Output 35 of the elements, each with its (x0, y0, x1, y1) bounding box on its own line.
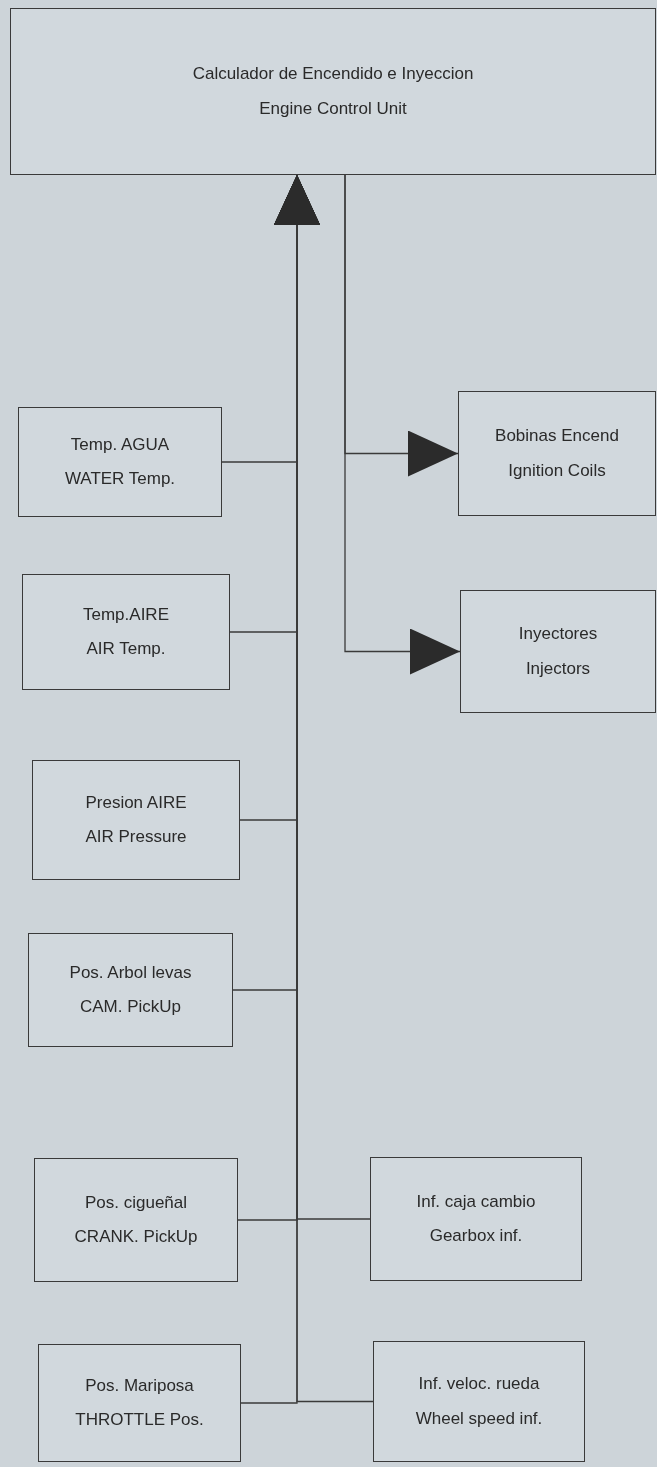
box-label: Pos. Arbol levas (69, 962, 192, 983)
component-box (38, 1344, 241, 1462)
box-label: WATER Temp. (64, 469, 176, 490)
box-label: AIR Pressure (85, 827, 187, 848)
component-box (458, 391, 656, 516)
box-label: Temp. AGUA (70, 434, 170, 455)
control-unit-box (10, 8, 656, 175)
box-label: Pos. cigueñal (84, 1192, 188, 1213)
box-label: Gearbox inf. (429, 1226, 523, 1247)
box-label: Wheel speed inf. (415, 1408, 543, 1429)
box-label: Inf. caja cambio (416, 1191, 536, 1212)
component-box (460, 590, 656, 713)
component-box (373, 1341, 585, 1462)
box-label: Pos. Mariposa (85, 1375, 194, 1396)
box-label: Inyectores (518, 624, 598, 645)
box-label: Calculador de Encendido e Inyeccion (192, 64, 474, 85)
component-box (28, 933, 233, 1047)
component-box (370, 1157, 582, 1281)
component-box (32, 760, 240, 880)
component-box (34, 1158, 238, 1282)
arrow (274, 174, 374, 1403)
box-label: Presion AIRE (85, 792, 187, 813)
component-box (18, 407, 222, 517)
box-label: CRANK. PickUp (74, 1227, 198, 1248)
box-label: Temp.AIRE (83, 604, 169, 625)
box-label: AIR Temp. (86, 639, 166, 660)
arrow (344, 174, 461, 675)
box-label: CAM. PickUp (79, 997, 182, 1018)
box-label: Inf. veloc. rueda (418, 1374, 540, 1395)
box-label: Injectors (525, 658, 591, 679)
box-label: Bobinas Encend (495, 426, 619, 447)
component-box (22, 574, 230, 690)
box-label: Engine Control Unit (259, 98, 407, 119)
box-label: Ignition Coils (508, 460, 606, 481)
box-label: THROTTLE Pos. (75, 1410, 204, 1431)
